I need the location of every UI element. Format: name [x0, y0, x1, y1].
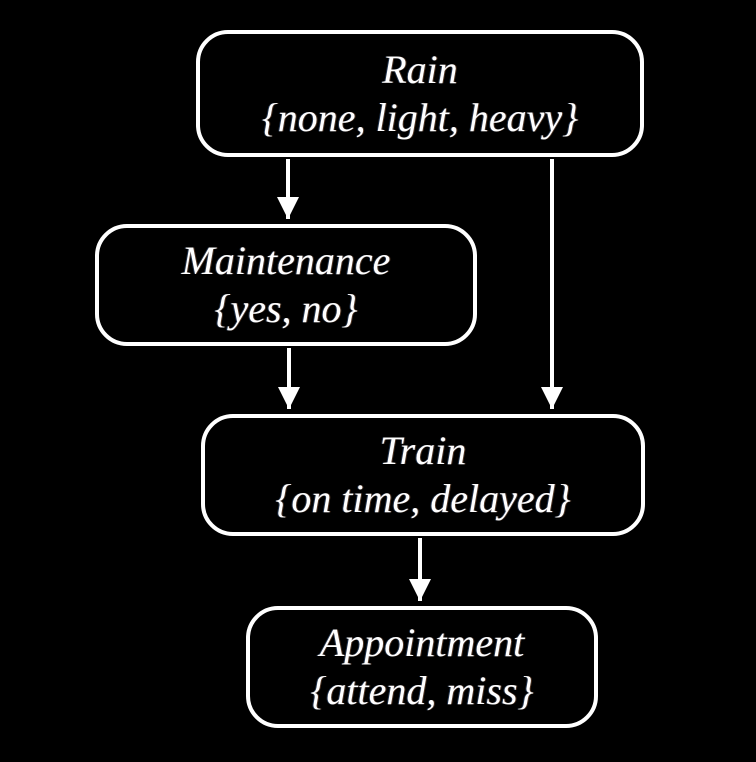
node-maintenance-values: {yes, no} — [214, 286, 358, 331]
node-rain: Rain {none, light, heavy} — [196, 30, 644, 157]
node-rain-values: {none, light, heavy} — [261, 94, 579, 140]
node-train-label: Train — [379, 428, 467, 473]
node-train: Train {on time, delayed} — [201, 414, 645, 536]
node-appointment-values: {attend, miss} — [310, 668, 534, 713]
node-maintenance: Maintenance {yes, no} — [95, 224, 477, 346]
node-appointment-label: Appointment — [319, 620, 525, 665]
node-rain-label: Rain — [382, 46, 458, 92]
node-maintenance-label: Maintenance — [181, 238, 391, 283]
node-train-values: {on time, delayed} — [275, 476, 571, 521]
node-appointment: Appointment {attend, miss} — [246, 606, 598, 728]
